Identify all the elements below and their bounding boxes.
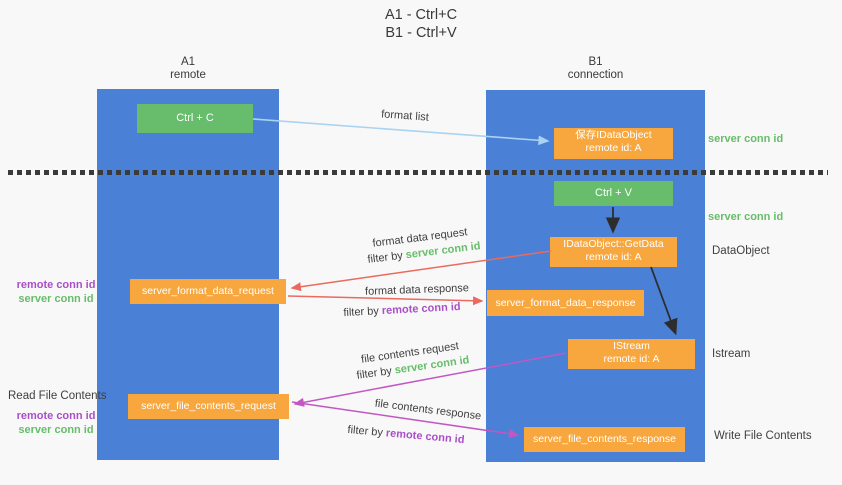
- read-file-contents-label: Read File Contents: [8, 390, 107, 402]
- remote-conn-id-text: remote conn id: [16, 279, 96, 291]
- machine-b1-header: B1 connection: [486, 56, 705, 82]
- server-conn-id-text: server conn id: [18, 423, 94, 436]
- server-file-contents-response-box: server_file_contents_response: [524, 427, 685, 452]
- machine-boundary-divider: [8, 170, 828, 175]
- save-idataobject-line1: 保存IDataObject: [575, 129, 652, 141]
- title-line-2: B1 - Ctrl+V: [385, 25, 457, 41]
- machine-b1-id: B1: [588, 56, 603, 68]
- idataobject-getdata-box: IDataObject::GetData remote id: A: [550, 237, 677, 267]
- title-line-1: A1 - Ctrl+C: [384, 7, 458, 23]
- ctrl-c-box: Ctrl + C: [137, 104, 253, 133]
- server-conn-id-text: server conn id: [18, 292, 94, 305]
- remote-conn-id-text: remote conn id: [381, 300, 461, 318]
- remote-conn-id-text: remote conn id: [385, 427, 465, 447]
- filter-by-text: filter by: [343, 305, 380, 320]
- istream-line2: remote id: A: [603, 353, 660, 365]
- filter-by-text: filter by: [355, 365, 393, 382]
- right-server-conn-id-label-2: server conn id: [708, 211, 784, 223]
- filter-by-text: filter by: [366, 249, 404, 266]
- machine-a1-role: remote: [170, 69, 206, 81]
- istream-line1: IStream: [613, 340, 650, 352]
- save-idataobject-box: 保存IDataObject remote id: A: [554, 128, 673, 159]
- istream-side-label: Istream: [712, 348, 751, 360]
- file-contents-response-label: file contents response: [374, 397, 482, 423]
- save-idataobject-line2: remote id: A: [585, 142, 642, 154]
- dataobject-label: DataObject: [712, 245, 770, 257]
- server-format-data-response-box: server_format_data_response: [487, 290, 644, 316]
- machine-a1-header: A1 remote: [97, 56, 279, 82]
- left-conn-id-block-2: remote conn id server conn id: [16, 410, 96, 437]
- filter-by-text: filter by: [347, 423, 384, 439]
- machine-b1-role: connection: [567, 69, 624, 81]
- getdata-line2: remote id: A: [585, 251, 642, 263]
- istream-box: IStream remote id: A: [568, 339, 695, 369]
- left-conn-id-block-1: remote conn id server conn id: [16, 279, 96, 306]
- server-format-data-request-box: server_format_data_request: [130, 279, 286, 304]
- ctrl-v-box: Ctrl + V: [554, 181, 673, 206]
- format-data-response-label: format data response: [364, 282, 470, 298]
- write-file-contents-label: Write File Contents: [714, 430, 812, 442]
- getdata-line1: IDataObject::GetData: [563, 238, 664, 250]
- diagram-title: A1 - Ctrl+C B1 - Ctrl+V: [0, 6, 842, 42]
- machine-a1-id: A1: [180, 56, 196, 68]
- server-file-contents-request-box: server_file_contents_request: [128, 394, 289, 419]
- right-server-conn-id-label-1: server conn id: [708, 133, 784, 145]
- format-list-label: format list: [380, 108, 430, 124]
- remote-conn-id-text: remote conn id: [16, 410, 96, 422]
